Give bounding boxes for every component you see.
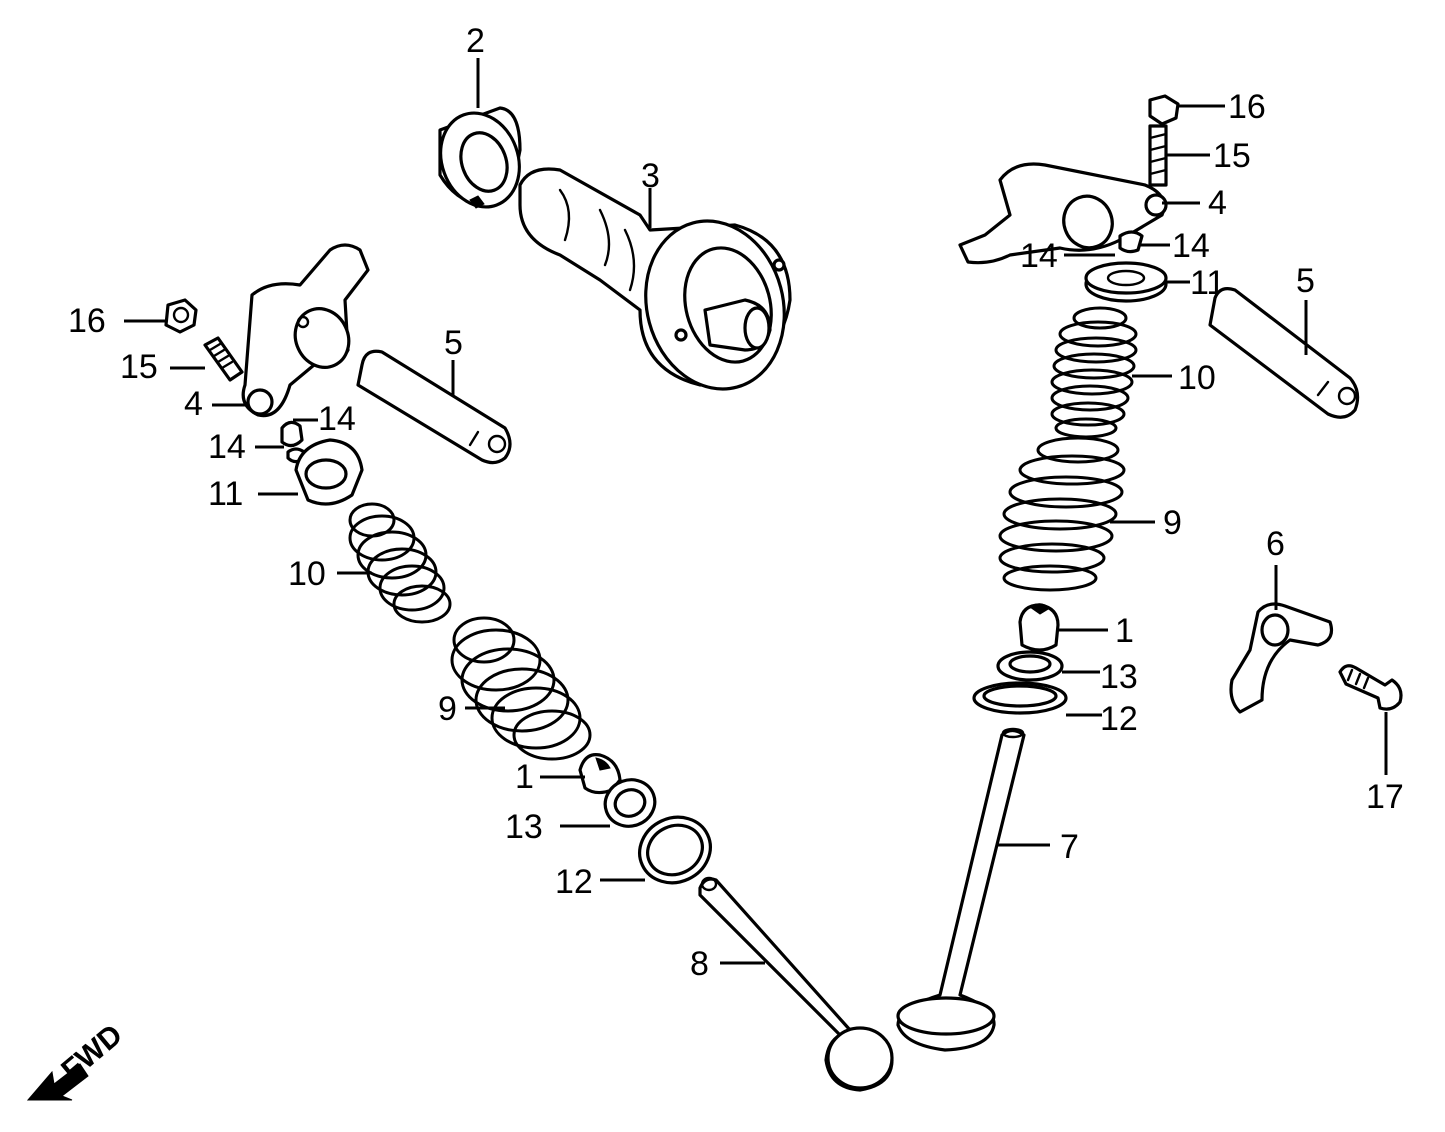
retainer-right-part (1084, 261, 1168, 303)
callout-1-left: 1 (515, 758, 534, 796)
rocker-shaft-right-part (1208, 287, 1360, 419)
stem-seal-left-part (578, 752, 622, 795)
callout-13-right: 13 (1100, 658, 1138, 696)
cotter-left-part (280, 420, 306, 464)
rocker-arm-left-part (241, 243, 370, 418)
callout-14-right-a: 14 (1172, 227, 1210, 265)
callout-12-right: 12 (1100, 700, 1138, 738)
callout-5-right: 5 (1296, 262, 1315, 300)
adjust-screw-left-part (203, 336, 244, 382)
bolt-part (1338, 664, 1403, 711)
bearing-part (438, 106, 522, 209)
callout-13-left: 13 (505, 808, 543, 846)
outer-spring-right-part (998, 436, 1126, 592)
washer-right-part (972, 681, 1068, 715)
callout-16-right: 16 (1228, 88, 1266, 126)
inner-spring-right-part (1050, 306, 1138, 439)
callout-9-right: 9 (1163, 504, 1182, 542)
callout-15-right: 15 (1213, 137, 1251, 175)
callout-11-left: 11 (208, 475, 243, 513)
camshaft-part (518, 167, 792, 391)
exhaust-valve-part (896, 727, 1026, 1052)
callout-2: 2 (466, 22, 485, 60)
callout-10-left: 10 (288, 555, 326, 593)
spring-seat-left-part (603, 778, 657, 828)
callout-8: 8 (690, 945, 709, 983)
rocker-bracket-part (1229, 602, 1334, 714)
callout-14-left-b: 14 (208, 428, 246, 466)
callout-1-right: 1 (1115, 612, 1134, 650)
callout-10-right: 10 (1178, 359, 1216, 397)
callout-14-right-b: 14 (1020, 237, 1058, 275)
callout-4-left: 4 (184, 385, 203, 423)
outer-spring-left-part (450, 616, 592, 761)
callout-3: 3 (641, 157, 660, 195)
retainer-left-part (294, 438, 364, 506)
callout-9-left: 9 (438, 690, 457, 728)
callout-12-left: 12 (555, 863, 593, 901)
arrow-left-down-icon (26, 1063, 89, 1101)
callout-5-left: 5 (444, 324, 463, 362)
callout-17: 17 (1366, 778, 1404, 816)
adjust-screw-right-part (1148, 124, 1168, 187)
nut-right-part (1148, 94, 1180, 126)
rocker-arm-right-part (958, 162, 1168, 265)
intake-valve-part (698, 876, 894, 1092)
stem-seal-right-part (1018, 603, 1060, 652)
washer-left-part (638, 815, 712, 885)
spring-seat-right-part (996, 650, 1064, 682)
callout-6: 6 (1266, 525, 1285, 563)
callout-4-right: 4 (1208, 184, 1227, 222)
callout-14-left-a: 14 (318, 400, 356, 438)
rocker-shaft-left-part (356, 349, 512, 465)
callout-7: 7 (1060, 828, 1079, 866)
callout-15-left: 15 (120, 348, 158, 386)
inner-spring-left-part (348, 502, 452, 624)
fwd-marker: FWD (26, 1018, 129, 1101)
cotter-right-part (1118, 230, 1144, 254)
nut-left-part (164, 298, 198, 334)
callout-16-left: 16 (68, 302, 106, 340)
